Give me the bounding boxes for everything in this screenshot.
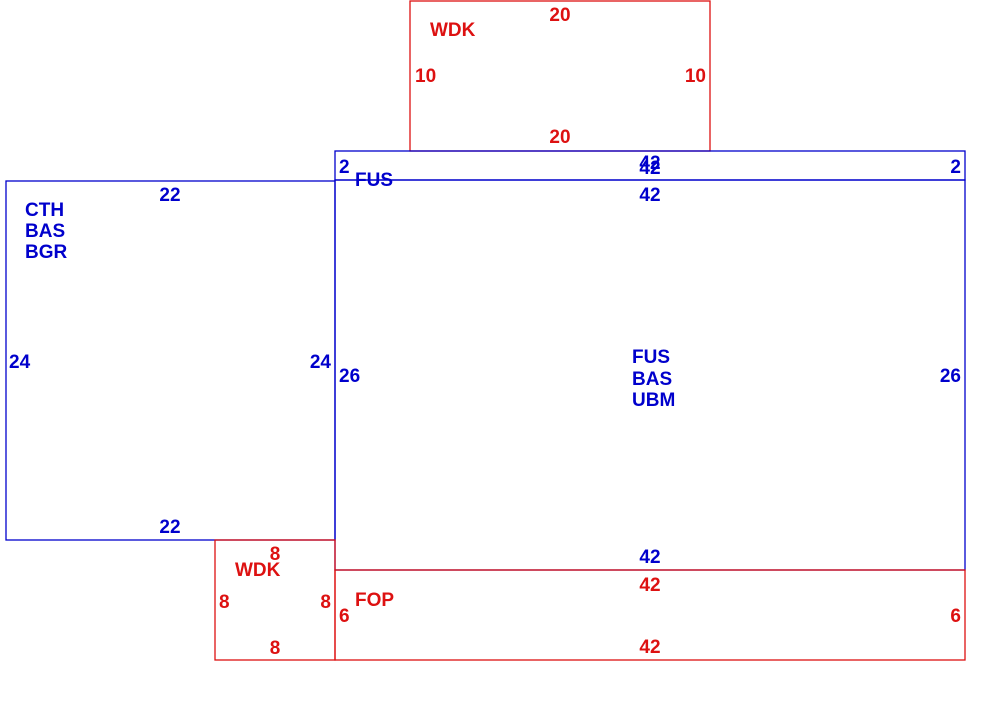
dimension-right: 8 <box>320 592 331 613</box>
dimension-top: 42 <box>639 185 660 206</box>
area-cth-left[interactable]: CTH BAS BGR 22 22 24 24 <box>5 180 336 541</box>
dimension-left: 26 <box>339 366 360 387</box>
area-fop-bottom[interactable]: FOP 42 42 6 6 <box>334 569 966 661</box>
dimension-bottom: 8 <box>270 638 281 659</box>
area-cth-left-outline <box>5 180 336 541</box>
area-code: CTH <box>25 200 64 221</box>
area-code: BAS <box>632 369 672 390</box>
area-code: FUS <box>632 347 670 368</box>
dimension-top: 42 <box>639 575 660 596</box>
dimension-left: 2 <box>339 157 350 178</box>
area-code: UBM <box>632 390 675 411</box>
dimension-bottom: 42 <box>639 158 660 179</box>
dimension-top: 42 <box>639 153 660 174</box>
area-code: BAS <box>25 221 65 242</box>
area-code: WDK <box>235 560 281 581</box>
area-fus-main[interactable]: FUS BAS UBM 42 42 26 26 <box>334 179 966 571</box>
area-code: BGR <box>25 242 68 263</box>
dimension-left: 24 <box>9 352 31 373</box>
dimension-top: 8 <box>270 544 281 565</box>
dimension-bottom: 42 <box>639 637 660 658</box>
dimension-left: 8 <box>219 592 230 613</box>
area-wdk-bottom[interactable]: WDK 8 8 8 8 <box>214 539 336 661</box>
area-code: FOP <box>355 590 394 611</box>
dimension-top: 22 <box>159 185 180 206</box>
dimension-bottom: 22 <box>159 517 180 538</box>
dimension-right: 10 <box>685 66 706 87</box>
area-code: WDK <box>430 20 476 41</box>
dimension-right: 24 <box>310 352 332 373</box>
dimension-bottom: 20 <box>549 127 570 148</box>
dimension-left: 6 <box>339 606 350 627</box>
dimension-top: 20 <box>549 5 570 26</box>
area-fop-bottom-outline <box>334 569 966 661</box>
dimension-bottom: 42 <box>639 547 660 568</box>
area-wdk-top[interactable]: WDK 20 20 10 10 <box>409 0 711 152</box>
dimension-right: 26 <box>940 366 961 387</box>
dimension-right: 2 <box>950 157 961 178</box>
dimension-left: 10 <box>415 66 436 87</box>
dimension-right: 6 <box>950 606 961 627</box>
